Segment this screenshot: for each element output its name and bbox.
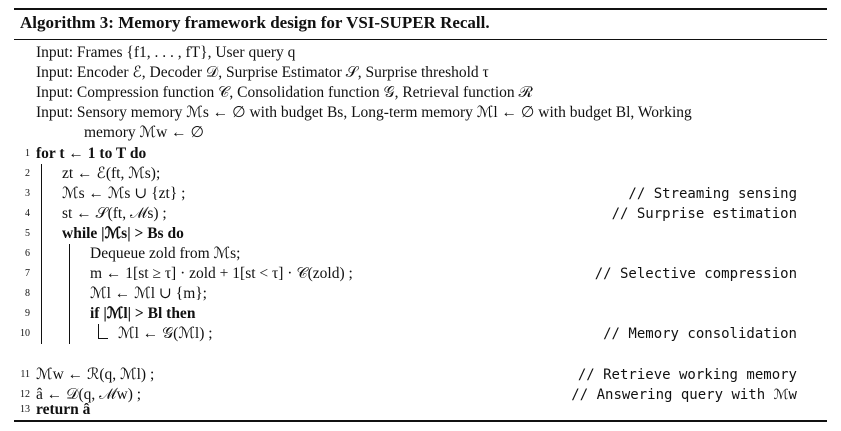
top-rule — [14, 8, 827, 10]
code-text: ℳw ← ℛ(q, ℳl) ; — [36, 366, 155, 383]
input-line: Input: Encoder ℰ, Decoder 𝒟, Surprise Es… — [36, 64, 489, 81]
code-comment: // Answering query with ℳw — [571, 387, 797, 403]
code-line: 1 for t ← 1 to T do — [14, 144, 827, 164]
code-line: 2 zt ← ℰ(ft, ℳs); — [14, 164, 827, 184]
code-text: Dequeue zold from ℳs; — [90, 245, 241, 262]
code-text: while |ℳs| > Bs do — [62, 225, 184, 242]
code-comment: // Surprise estimation — [611, 206, 797, 222]
code-line: 3 ℳs ← ℳs ∪ {zt} ; // Streaming sensing — [14, 184, 827, 204]
line-number: 13 — [20, 404, 30, 415]
code-text: ℳl ← 𝒢(ℳl) ; — [118, 325, 213, 342]
code-line: 6 Dequeue zold from ℳs; — [14, 244, 827, 264]
code-line: 13 return â — [14, 400, 827, 420]
code-comment: // Retrieve working memory — [577, 367, 797, 383]
line-number: 4 — [25, 208, 30, 219]
input-line: Input: Frames {f1, . . . , fT}, User que… — [36, 44, 296, 61]
code-text: return â — [36, 401, 91, 418]
code-text: â ← 𝒟(q, ℳw) ; — [36, 386, 142, 403]
code-text: m ← 1[st ≥ τ] · zold + 1[st < τ] · 𝒞(zol… — [90, 265, 353, 282]
code-text: ℳs ← ℳs ∪ {zt} ; — [62, 185, 186, 202]
line-number: 12 — [20, 389, 30, 400]
code-line: 5 while |ℳs| > Bs do — [14, 224, 827, 244]
code-text: if |ℳl| > Bl then — [90, 305, 196, 322]
code-line: 12 â ← 𝒟(q, ℳw) ; // Answering query wit… — [14, 385, 827, 405]
code-comment: // Streaming sensing — [628, 186, 797, 202]
code-line: 7 m ← 1[st ≥ τ] · zold + 1[st < τ] · 𝒞(z… — [14, 264, 827, 284]
line-number: 3 — [25, 188, 30, 199]
code-line: 10 ℳl ← 𝒢(ℳl) ; // Memory consolidation — [14, 324, 827, 344]
if-scope-bar — [98, 324, 99, 338]
code-line: 8 ℳl ← ℳl ∪ {m}; — [14, 284, 827, 304]
for-scope-bar — [41, 164, 42, 344]
line-number: 9 — [25, 308, 30, 319]
input-line: Input: Compression function 𝒞, Consolida… — [36, 84, 534, 101]
if-scope-hook — [98, 338, 108, 339]
while-scope-bar — [69, 244, 70, 344]
line-number: 11 — [20, 369, 30, 380]
line-number: 8 — [25, 288, 30, 299]
code-text: ℳl ← ℳl ∪ {m}; — [90, 285, 207, 302]
title-rule — [14, 39, 827, 40]
line-number: 1 — [25, 148, 30, 159]
line-number: 7 — [25, 268, 30, 279]
code-text: zt ← ℰ(ft, ℳs); — [62, 165, 161, 182]
code-line: 4 st ← 𝒮(ft, ℳs) ; // Surprise estimatio… — [14, 204, 827, 224]
code-line: 9 if |ℳl| > Bl then — [14, 304, 827, 324]
code-comment: // Selective compression — [594, 266, 797, 282]
code-comment: // Memory consolidation — [603, 326, 797, 342]
algorithm-title: Algorithm 3: Memory framework design for… — [20, 13, 490, 32]
input-line: Input: Sensory memory ℳs ← ∅ with budget… — [36, 104, 692, 121]
input-line-continued: memory ℳw ← ∅ — [84, 124, 205, 141]
code-line: 11 ℳw ← ℛ(q, ℳl) ; // Retrieve working m… — [14, 365, 827, 385]
algorithm-box: Algorithm 3: Memory framework design for… — [14, 8, 827, 422]
line-number: 5 — [25, 228, 30, 239]
line-number: 6 — [25, 248, 30, 259]
bottom-rule — [14, 420, 827, 422]
line-number: 10 — [20, 328, 30, 339]
line-number: 2 — [25, 168, 30, 179]
code-text: st ← 𝒮(ft, ℳs) ; — [62, 205, 167, 222]
code-text: for t ← 1 to T do — [36, 145, 147, 162]
